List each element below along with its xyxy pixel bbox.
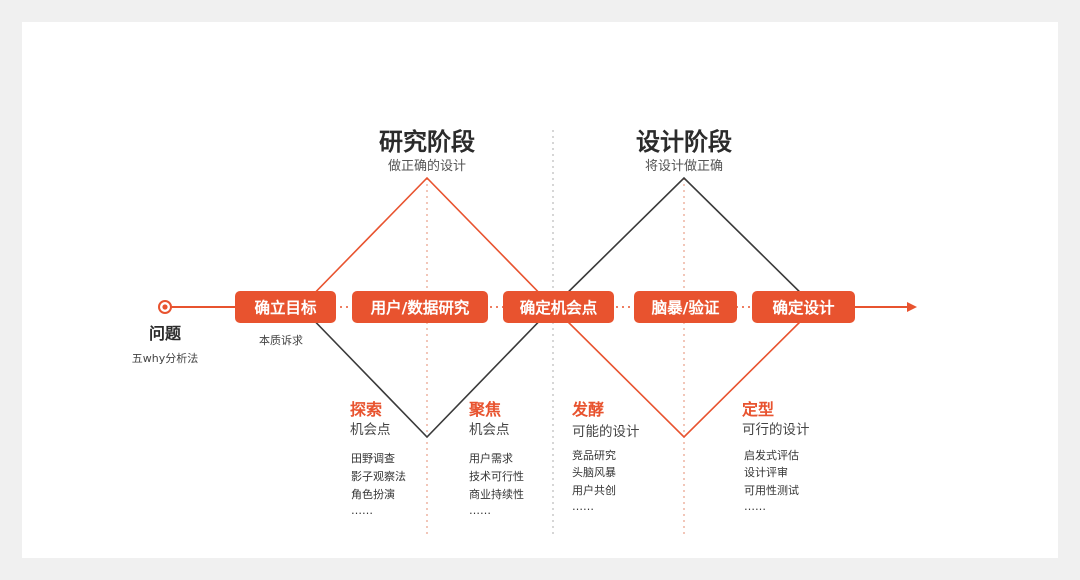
list-item: 可用性测试 — [744, 484, 799, 497]
step-box-design: 确定设计 — [752, 291, 855, 323]
list-item: 田野调查 — [351, 452, 395, 465]
list-item: …… — [351, 504, 373, 517]
section-explore-title: 探索 — [350, 400, 383, 419]
design-diamond-upper — [552, 176, 816, 308]
list-item: 技术可行性 — [469, 470, 524, 483]
diagram-card — [22, 22, 1058, 558]
research-diamond-lower — [300, 306, 554, 439]
design-diamond-lower — [552, 306, 816, 439]
section-explore-subtitle: 机会点 — [350, 422, 391, 438]
list-item: …… — [744, 500, 766, 513]
end-arrow-head — [907, 302, 917, 312]
section-ferment-title: 发酵 — [572, 400, 605, 419]
research-phase-subtitle: 做正确的设计 — [387, 159, 467, 174]
design-phase-subtitle: 将设计做正确 — [644, 159, 724, 174]
list-item: 头脑风暴 — [572, 466, 616, 479]
list-item: …… — [469, 504, 491, 517]
section-finalize-subtitle: 可行的设计 — [742, 422, 810, 438]
start-title: 问题 — [148, 324, 182, 343]
list-item: 用户需求 — [469, 452, 513, 465]
list-item: 用户共创 — [572, 484, 616, 497]
step-box-opportunity: 确定机会点 — [503, 291, 614, 323]
goal-note: 本质诉求 — [259, 334, 303, 347]
section-ferment-subtitle: 可能的设计 — [572, 424, 640, 440]
step-box-brainstorm: 脑暴/验证 — [634, 291, 737, 323]
start-subtitle: 五why分析法 — [131, 352, 199, 365]
step-box-goal: 确立目标 — [235, 291, 336, 323]
list-item: 影子观察法 — [351, 470, 406, 483]
section-focus-subtitle: 机会点 — [469, 422, 510, 438]
list-item: 商业持续性 — [469, 488, 524, 501]
research-phase-title: 研究阶段 — [379, 128, 475, 156]
list-item: 启发式评估 — [744, 449, 799, 462]
step-box-research: 用户/数据研究 — [352, 291, 488, 323]
list-item: 设计评审 — [744, 466, 788, 479]
list-item: …… — [572, 500, 594, 513]
section-finalize-title: 定型 — [742, 400, 775, 419]
list-item: 竞品研究 — [572, 449, 616, 462]
section-focus-title: 聚焦 — [469, 400, 502, 419]
list-item: 角色扮演 — [351, 488, 395, 501]
research-diamond-upper — [300, 176, 554, 308]
design-phase-title: 设计阶段 — [636, 128, 732, 156]
